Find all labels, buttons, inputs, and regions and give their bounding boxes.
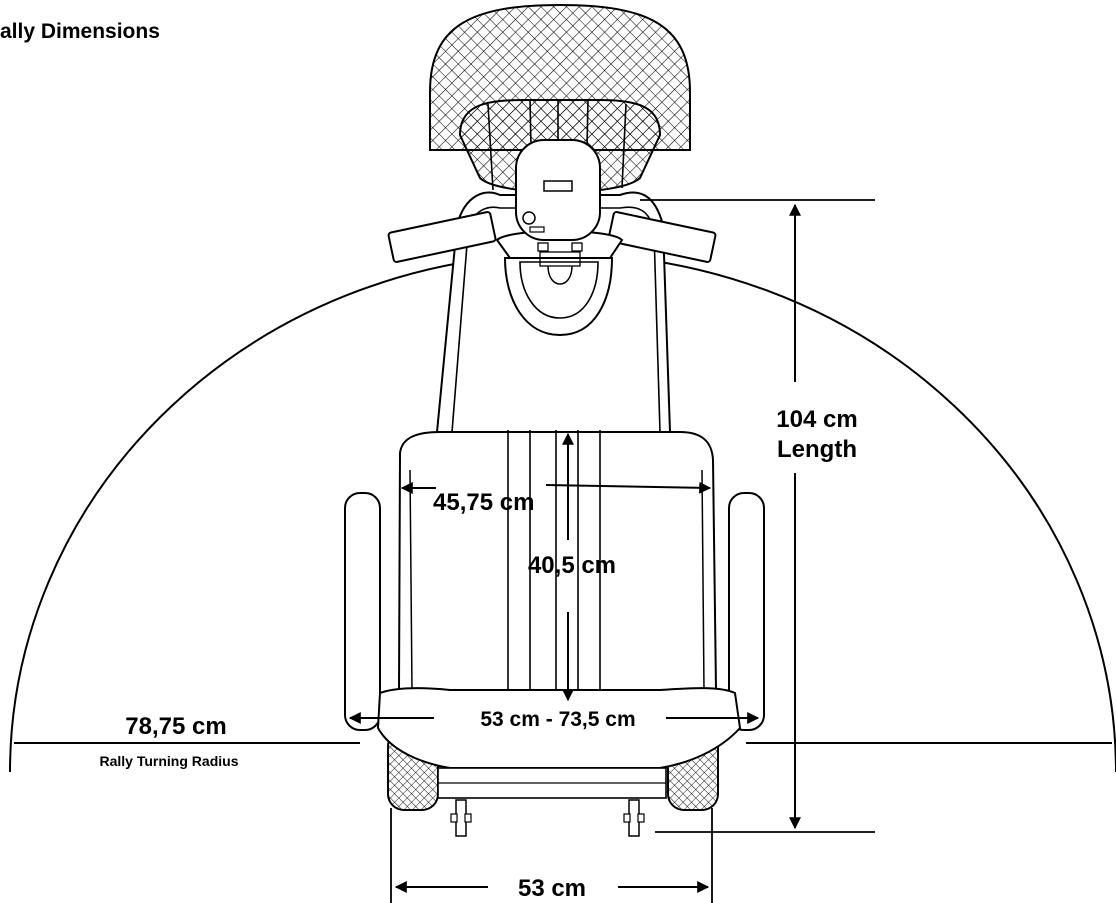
scooter-drawing bbox=[344, 3, 765, 837]
right-armrest bbox=[728, 492, 765, 731]
key-switch-icon bbox=[522, 211, 536, 225]
seat-width-arrow-right bbox=[545, 481, 712, 494]
armrest-width-label: 53 cm - 73,5 cm bbox=[480, 708, 635, 731]
right-handle-grip bbox=[607, 211, 717, 263]
left-armrest bbox=[344, 492, 381, 731]
diagram-title: ally Dimensions bbox=[0, 20, 160, 43]
turning-radius-value: 78,75 cm bbox=[125, 713, 226, 740]
length-word-label: Length bbox=[777, 436, 857, 463]
left-anti-tip-wheel bbox=[450, 799, 472, 837]
seat-width-label: 45,75 cm bbox=[433, 489, 534, 516]
overall-width-label: 53 cm bbox=[518, 875, 586, 902]
seat-cushion bbox=[376, 687, 742, 769]
length-value-label: 104 cm bbox=[776, 406, 857, 433]
right-anti-tip-wheel bbox=[623, 799, 645, 837]
tiller-head bbox=[503, 257, 614, 337]
seat-depth-label: 40,5 cm bbox=[528, 552, 616, 579]
left-handle-grip bbox=[387, 211, 497, 263]
turning-radius-caption: Rally Turning Radius bbox=[100, 753, 239, 769]
